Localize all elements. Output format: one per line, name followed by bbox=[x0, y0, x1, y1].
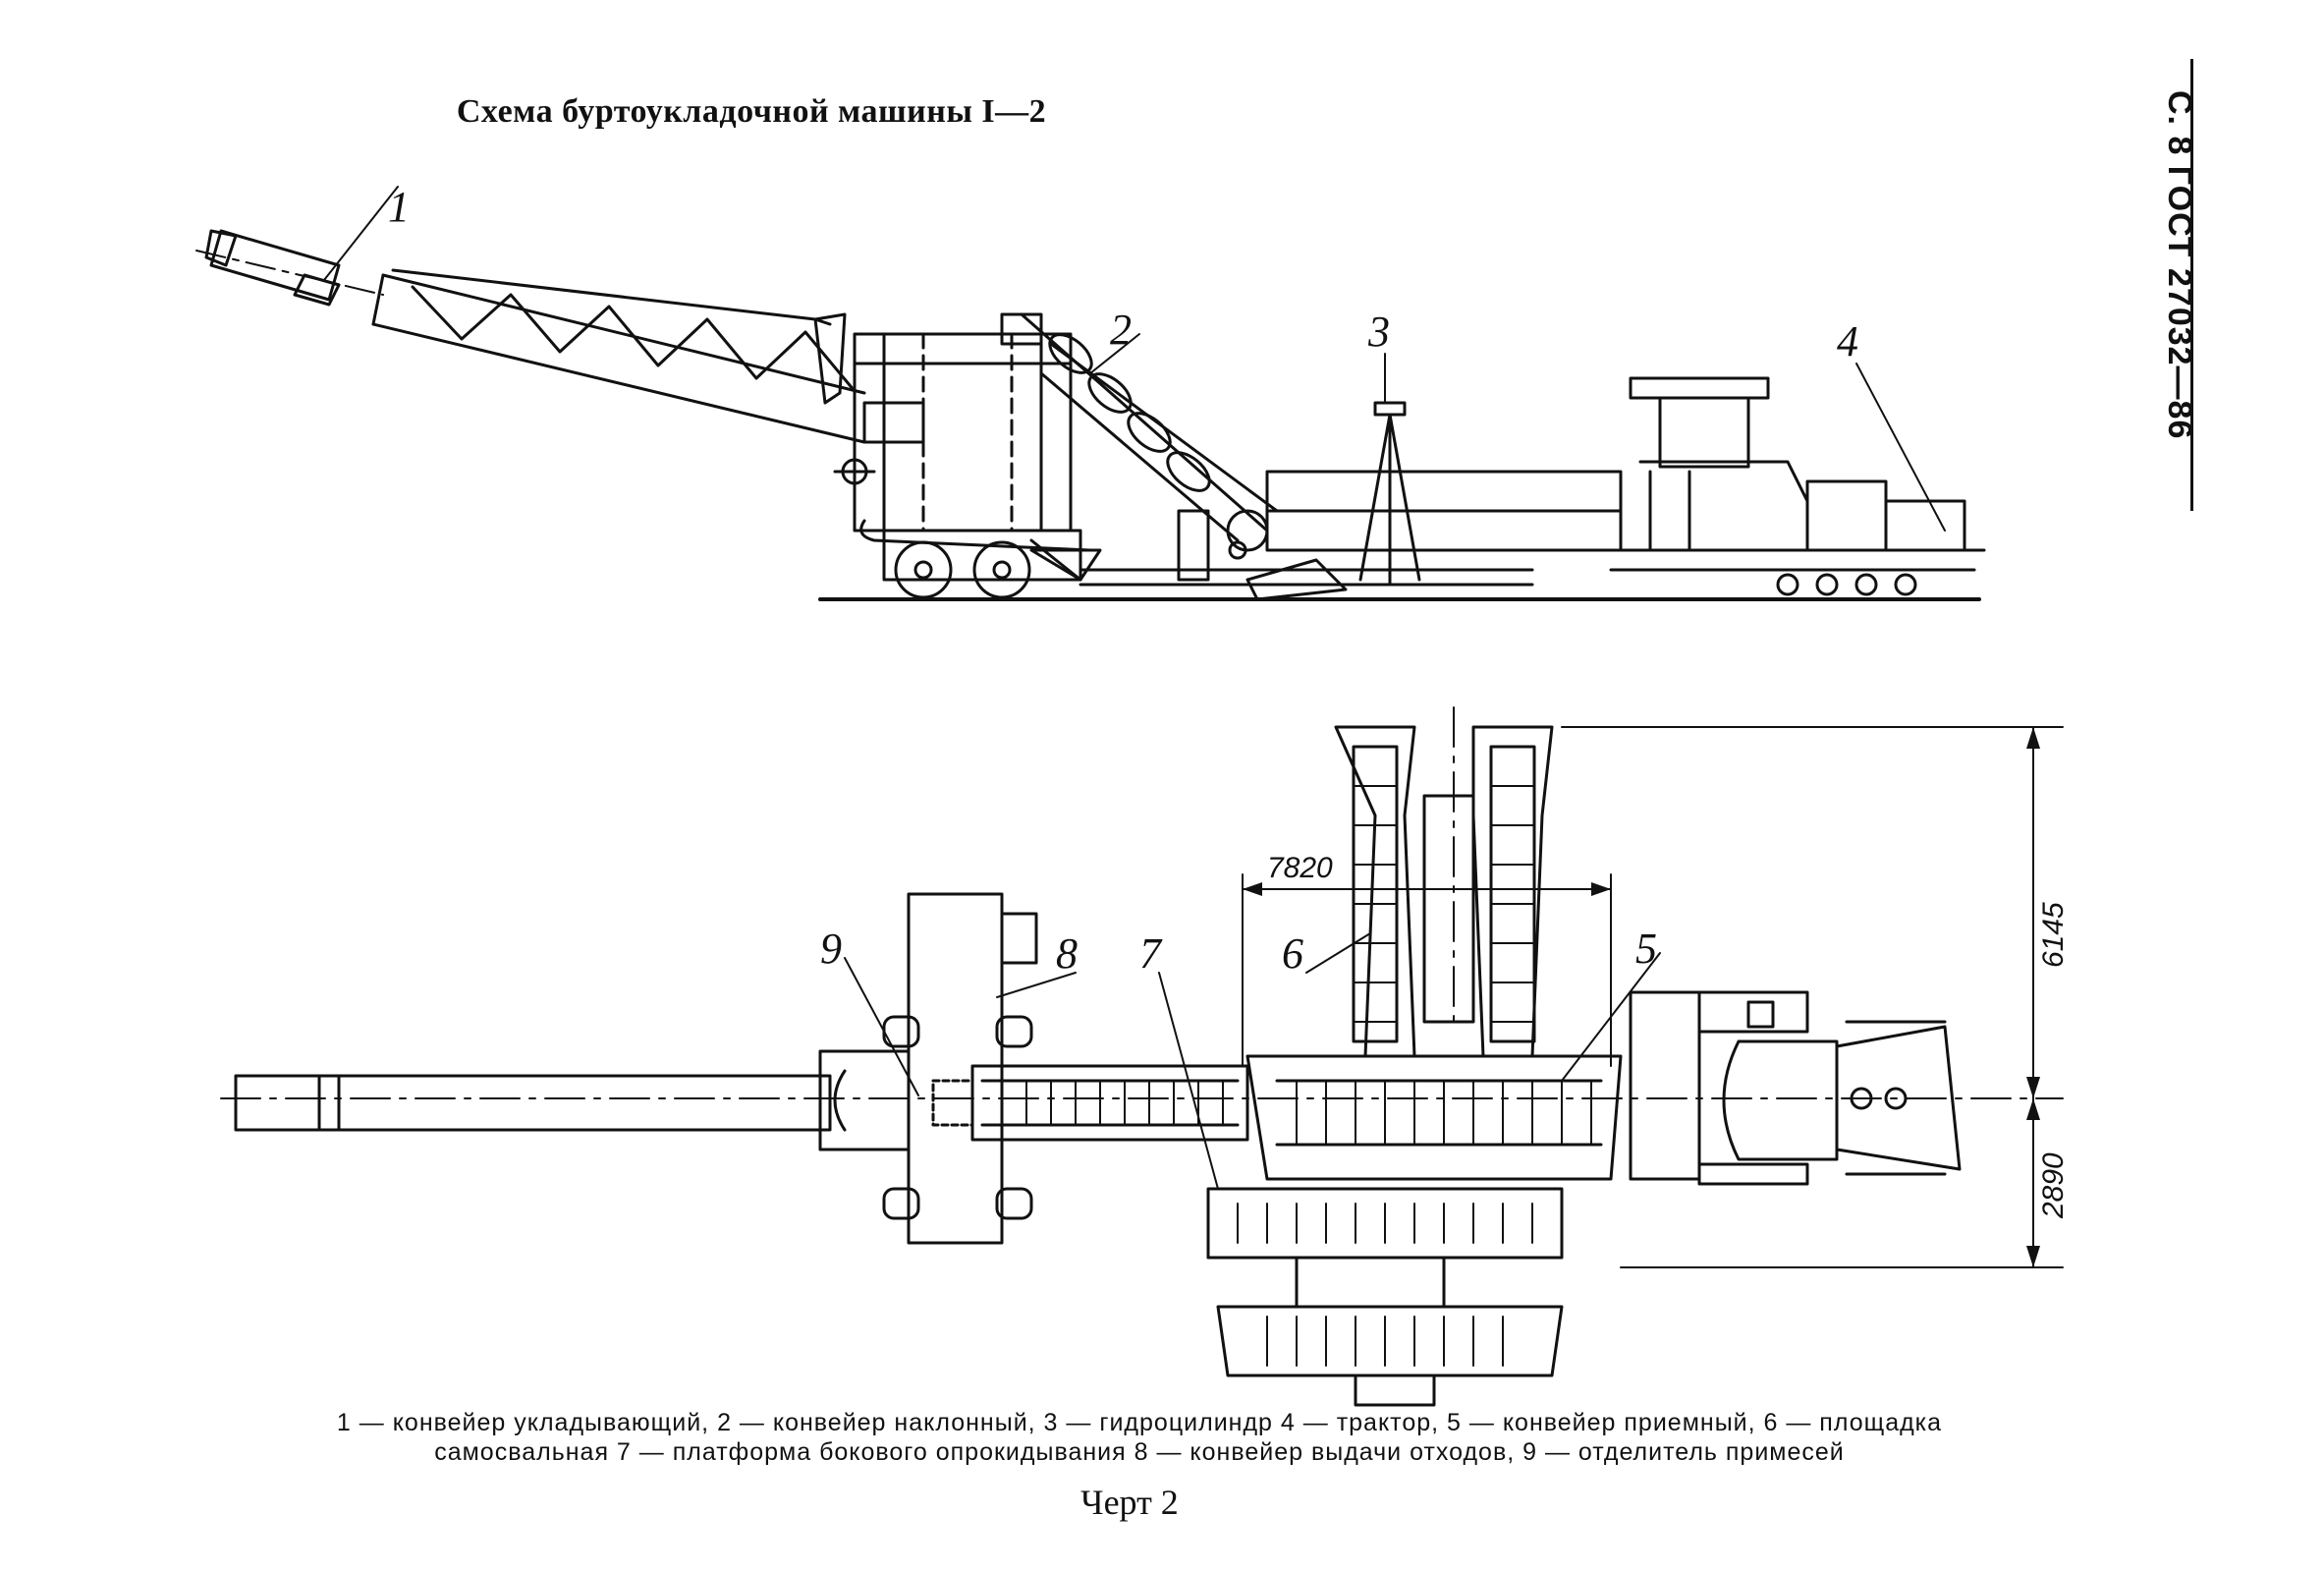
drawing-title: Схема буртоукладочной машины I—2 bbox=[456, 93, 1047, 130]
callout-9: 9 bbox=[820, 925, 842, 973]
frame-side bbox=[813, 312, 1092, 552]
dimension-7820: 7820 bbox=[1267, 852, 1333, 884]
side-view bbox=[195, 186, 1986, 601]
side-rule bbox=[2190, 59, 2193, 511]
dimension-6145: 6145 bbox=[2037, 902, 2070, 968]
callout-1: 1 bbox=[388, 183, 410, 231]
callout-8: 8 bbox=[1056, 929, 1078, 978]
callout-6: 6 bbox=[1282, 929, 1303, 978]
wheels-side bbox=[882, 529, 1102, 599]
callout-3: 3 bbox=[1367, 308, 1390, 356]
callout-5: 5 bbox=[1635, 925, 1657, 973]
callout-4: 4 bbox=[1837, 317, 1858, 365]
platform-side bbox=[1079, 401, 1623, 601]
legend-line-2: самосвальная 7 — платформа бокового опро… bbox=[434, 1438, 1845, 1466]
plan-view bbox=[220, 706, 2064, 1407]
legend-line-1: 1 — конвейер укладывающий, 2 — конвейер … bbox=[336, 1409, 1943, 1436]
callout-7: 7 bbox=[1139, 929, 1163, 978]
stacking-conveyor-side bbox=[195, 229, 866, 444]
legend: 1 — конвейер укладывающий, 2 — конвейер … bbox=[177, 1408, 2102, 1467]
tractor-side bbox=[1609, 376, 1986, 596]
figure-caption: Черт 2 bbox=[1080, 1483, 1179, 1522]
inclined-conveyor-side bbox=[1000, 312, 1279, 582]
dimension-2890: 2890 bbox=[2037, 1152, 2070, 1219]
callout-2: 2 bbox=[1110, 306, 1132, 354]
